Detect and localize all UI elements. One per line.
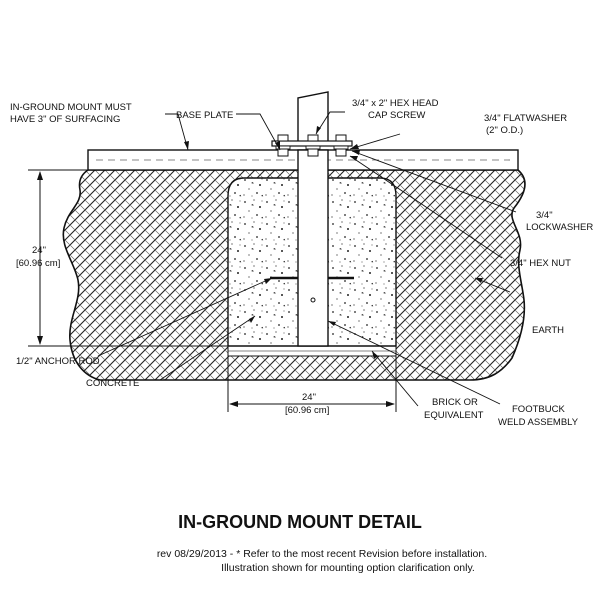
- label-footbuck-line1: FOOTBUCK: [512, 404, 565, 415]
- footbuck-tube: [297, 149, 329, 347]
- clarification-note: Illustration shown for mounting option c…: [221, 562, 475, 574]
- label-surfacing-line2: HAVE 3" OF SURFACING: [10, 114, 120, 125]
- label-brick-line1: BRICK OR: [432, 397, 478, 408]
- bolt-middle: [305, 134, 321, 157]
- label-flatwasher-line1: 3/4" FLATWASHER: [484, 113, 567, 124]
- bolt-right: [333, 134, 349, 157]
- label-brick-line2: EQUIVALENT: [424, 410, 484, 421]
- label-anchor-rod: 1/2" ANCHOR ROD: [16, 356, 100, 367]
- label-base-plate: BASE PLATE: [176, 110, 233, 121]
- revision-note: rev 08/29/2013 - * Refer to the most rec…: [156, 548, 488, 560]
- label-flatwasher-line2: (2" O.D.): [486, 125, 523, 136]
- leader-lines: [97, 111, 517, 407]
- page-title: IN-GROUND MOUNT DETAIL: [178, 512, 422, 532]
- label-cap-screw-line2: CAP SCREW: [368, 110, 425, 121]
- label-concrete: CONCRETE: [86, 378, 139, 389]
- label-surfacing-line1: IN-GROUND MOUNT MUST: [10, 102, 132, 113]
- label-hex-nut: 3/4" HEX NUT: [510, 258, 571, 269]
- base-plate: [271, 140, 353, 147]
- depth-dim-value: 24": [32, 245, 46, 256]
- label-cap-screw-line1: 3/4" x 2" HEX HEAD: [352, 98, 439, 109]
- post: [297, 91, 329, 143]
- bolt-left: [275, 134, 291, 157]
- depth-dim-metric: [60.96 cm]: [16, 258, 60, 269]
- label-lockwasher-line1: 3/4": [536, 210, 553, 221]
- depth-dimension: [28, 169, 232, 347]
- leader-arrows: [184, 126, 483, 359]
- label-lockwasher-line2: LOCKWASHER: [526, 222, 593, 233]
- label-footbuck-line2: WELD ASSEMBLY: [498, 417, 579, 428]
- width-dim-metric: [60.96 cm]: [285, 405, 329, 416]
- label-earth: EARTH: [532, 325, 564, 336]
- width-dim-value: 24": [302, 392, 316, 403]
